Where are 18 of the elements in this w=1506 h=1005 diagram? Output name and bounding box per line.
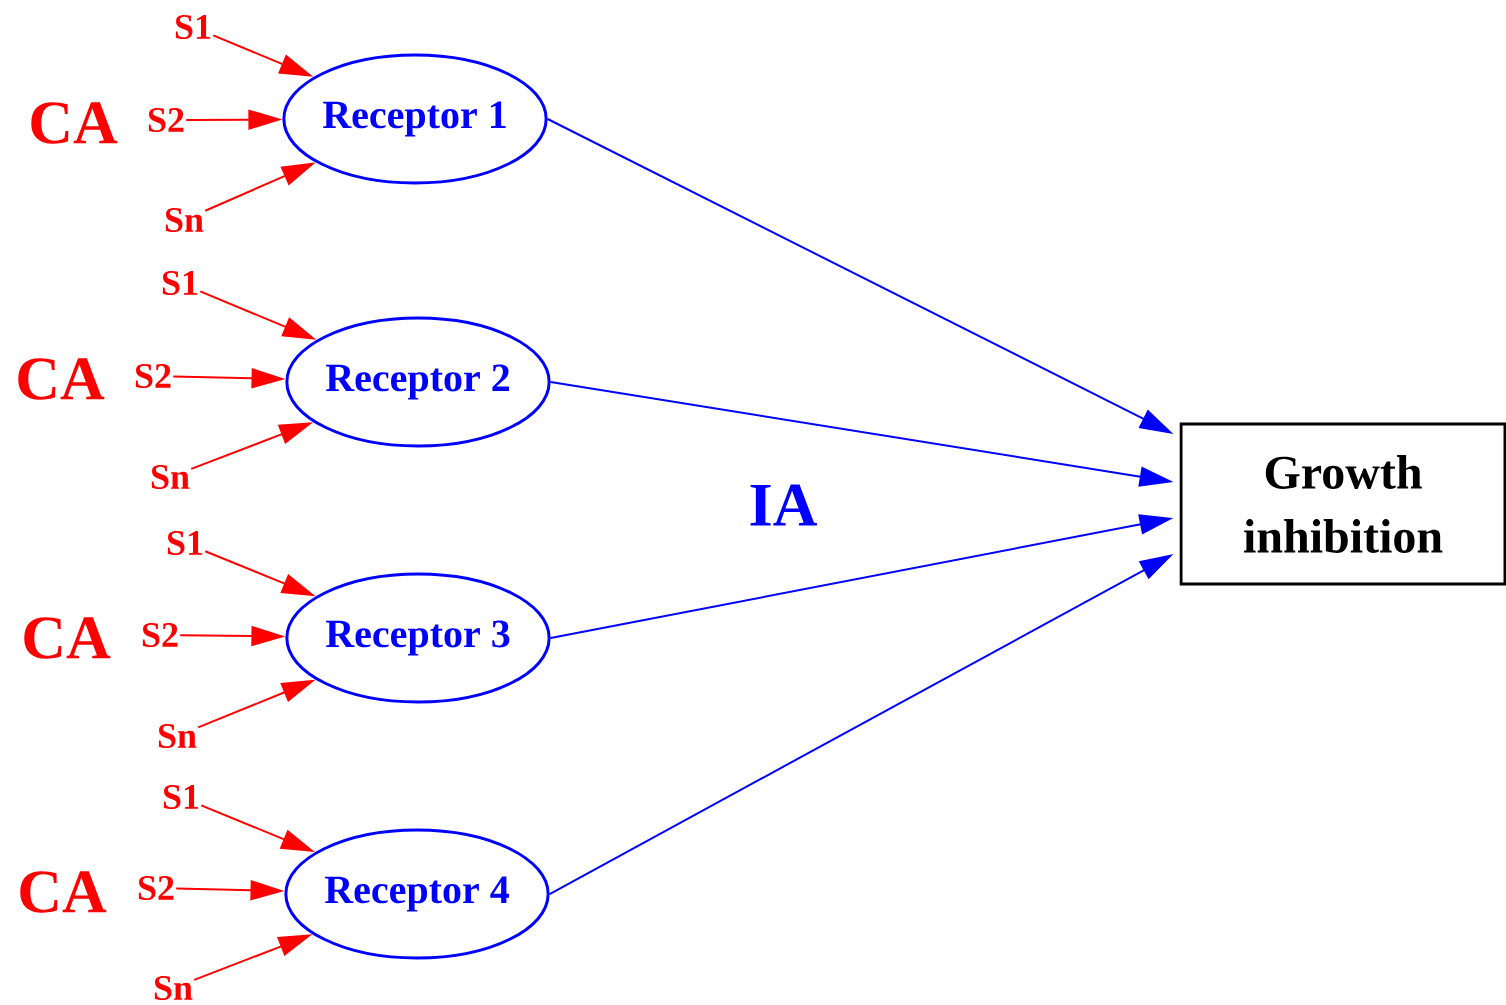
signal-label: S1 [163, 784, 199, 810]
group-label: IA [750, 484, 817, 526]
group-label: CA [31, 102, 118, 144]
signal-label: Sn [158, 723, 197, 749]
group-label: CA [20, 871, 107, 913]
signal-label: S1 [175, 14, 211, 40]
signal-label: Sn [165, 207, 204, 233]
signal-label: S2 [148, 107, 184, 133]
group-label: CA [18, 358, 105, 400]
result-box: Growth inhibition [1179, 422, 1506, 586]
group-label: CA [24, 617, 111, 659]
signal-label: S1 [162, 270, 198, 296]
signal-label: S1 [167, 530, 203, 556]
signal-label: Sn [154, 975, 193, 1001]
signal-label: S2 [142, 622, 178, 648]
signal-label: Sn [151, 464, 190, 490]
signal-label: S2 [138, 875, 174, 901]
signal-label: S2 [135, 363, 171, 389]
